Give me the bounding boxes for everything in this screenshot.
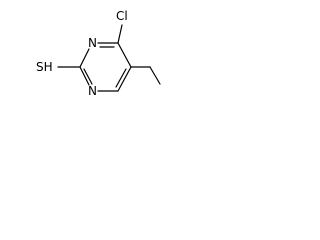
bond-c6-c5 bbox=[117, 66, 132, 92]
molecule-svg: N N Cl SH bbox=[36, 9, 161, 98]
double-bond-c2-n-bottom bbox=[83, 68, 93, 85]
bond-ch2-ch3 bbox=[149, 66, 161, 85]
nitrogen-bottom-label: N bbox=[88, 84, 97, 98]
bond-c4-cl bbox=[117, 24, 123, 44]
double-bond-c5-c6 bbox=[115, 68, 127, 88]
structure-diagram: N N Cl SH bbox=[0, 0, 200, 120]
nitrogen-top-label: N bbox=[88, 36, 97, 50]
chlorine-label: Cl bbox=[116, 9, 128, 23]
bond-n-top-c2 bbox=[79, 48, 90, 68]
thiol-label: SH bbox=[36, 60, 53, 74]
bond-c2-n-bottom bbox=[79, 66, 90, 86]
bond-c5-c4 bbox=[117, 42, 132, 68]
